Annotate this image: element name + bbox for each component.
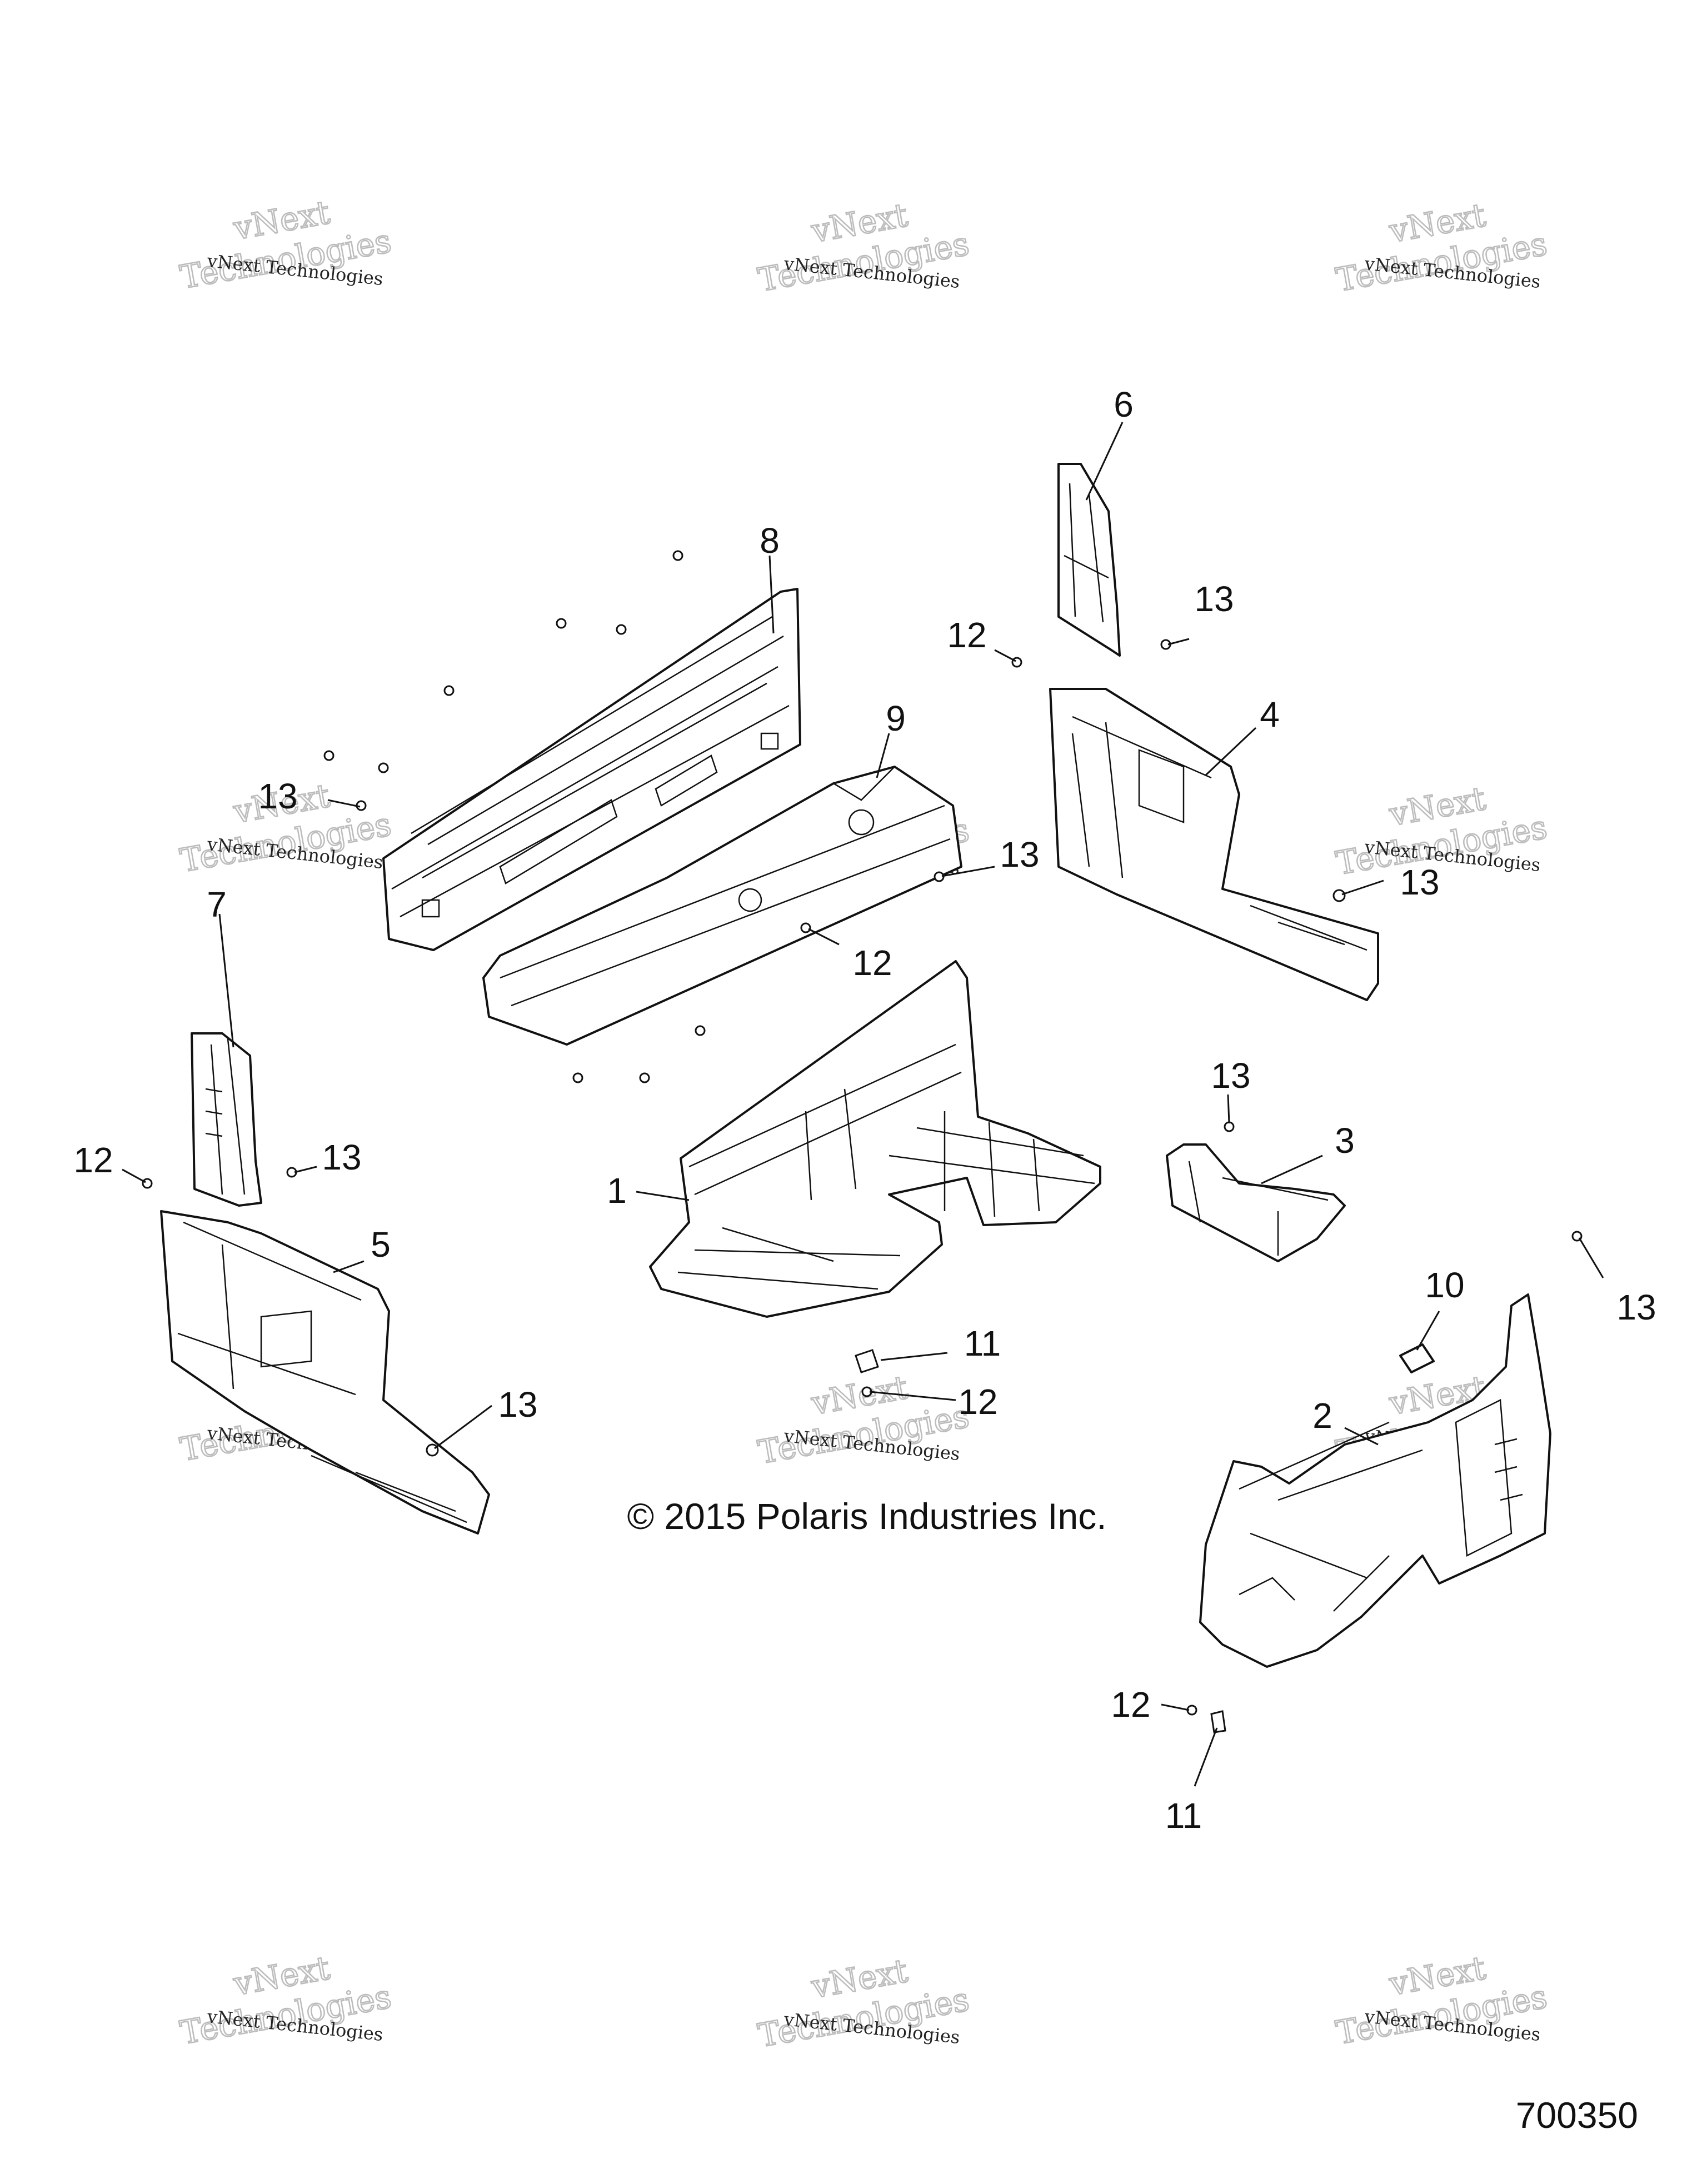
part-7-left-bracket: [191, 1032, 262, 1207]
callout-label: 13: [322, 1137, 361, 1177]
leader-line: [333, 1260, 365, 1273]
callout-label: 13: [498, 1385, 537, 1425]
part-10-clip: [1399, 1343, 1435, 1373]
leader-line: [636, 1191, 690, 1201]
leader-line: [1341, 879, 1384, 896]
fastener: [800, 922, 811, 933]
leader-line: [1205, 727, 1257, 776]
callout-label: 13: [1400, 862, 1439, 902]
fastener: [1332, 889, 1346, 902]
callout-label: 11: [964, 1323, 1001, 1363]
leader-line: [1227, 1094, 1230, 1124]
callout-label: 12: [947, 615, 986, 655]
fastener: [556, 618, 567, 629]
callout-label: 12: [852, 943, 892, 983]
leader-line: [122, 1168, 146, 1183]
callout-label: 5: [371, 1225, 391, 1265]
leader-line: [434, 1405, 492, 1450]
leader-line: [1161, 1703, 1190, 1711]
part-8-rear-panel: [382, 588, 801, 951]
callout-label: 9: [886, 698, 906, 738]
fastener: [1210, 1710, 1226, 1733]
part-9-cross-member: [482, 766, 962, 1046]
leader-lines: [122, 422, 1604, 1787]
leader-line: [869, 1391, 956, 1401]
part-6-upper-bracket: [1057, 463, 1121, 657]
leader-line: [941, 866, 995, 877]
callout-label: 4: [1260, 694, 1280, 734]
fastener: [323, 750, 335, 761]
callout-label: 12: [958, 1382, 997, 1422]
fastener: [639, 1072, 650, 1083]
callout-label: 10: [1425, 1265, 1464, 1305]
fastener: [616, 624, 627, 635]
leader-line: [1344, 1427, 1379, 1446]
document-number: 700350: [1516, 2095, 1638, 2136]
fastener: [1224, 1121, 1235, 1132]
callouts: 8 9 6 4 12 13 13 13 12 13 7 13 12 5 13 1…: [73, 384, 1656, 1836]
fastener: [142, 1178, 153, 1189]
leader-line: [327, 799, 361, 808]
callout-label: 13: [258, 776, 297, 816]
part-1-floor-tub: [649, 960, 1101, 1318]
fastener: [1011, 657, 1022, 668]
callout-label: 8: [760, 521, 780, 561]
part-4-right-wall: [1049, 688, 1379, 1001]
copyright-notice: © 2015 Polaris Industries Inc.: [627, 1496, 1106, 1537]
fastener: [695, 1025, 706, 1036]
fastener: [443, 685, 455, 696]
callout-label: 3: [1335, 1121, 1355, 1161]
leader-line: [218, 913, 234, 1048]
leader-line: [876, 733, 890, 778]
leader-line: [768, 555, 775, 634]
callout-label: 11: [1165, 1796, 1202, 1836]
leader-line: [294, 1166, 317, 1173]
callout-label: 7: [207, 884, 227, 924]
leader-line: [1578, 1237, 1604, 1278]
callout-label: 13: [1000, 834, 1039, 874]
leader-line: [1261, 1155, 1323, 1185]
callout-label: 13: [1194, 579, 1234, 619]
leader-line: [994, 649, 1016, 662]
leader-line: [1416, 1311, 1440, 1351]
fastener: [855, 1349, 879, 1373]
fastener: [934, 871, 945, 882]
callout-label: 13: [1211, 1056, 1250, 1096]
callout-label: 12: [1111, 1685, 1150, 1725]
fasteners: [142, 550, 1583, 1733]
leader-line: [1167, 638, 1190, 646]
leader-line: [1085, 422, 1124, 501]
leader-line: [880, 1352, 948, 1361]
fastener: [378, 762, 389, 773]
callout-label: 12: [73, 1140, 113, 1180]
callout-label: 1: [607, 1171, 627, 1211]
part-3-center-piece: [1166, 1143, 1346, 1262]
callout-label: 6: [1114, 384, 1134, 424]
callout-label: 13: [1616, 1287, 1656, 1327]
callout-label: 2: [1312, 1396, 1332, 1436]
fastener: [672, 550, 683, 561]
leader-line: [1194, 1727, 1218, 1787]
part-2-front-console: [1199, 1293, 1551, 1668]
fastener: [572, 1072, 583, 1083]
part-5-left-wall: [160, 1210, 490, 1535]
leader-line: [808, 928, 840, 946]
